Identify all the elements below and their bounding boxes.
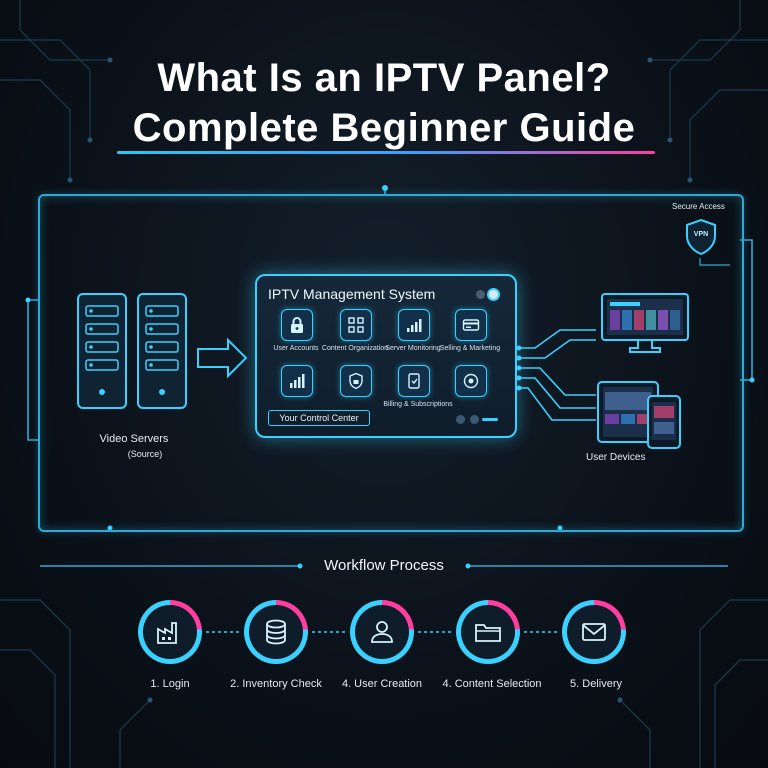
user-devices-label: User Devices xyxy=(586,452,646,463)
control-center-badge: Your Control Center xyxy=(268,410,370,426)
feature-label: Server Monitoring xyxy=(385,345,441,352)
workflow-step-label: 4. Content Selection xyxy=(442,678,542,690)
factory-icon xyxy=(157,622,177,644)
page-title-line1: What Is an IPTV Panel? xyxy=(157,56,611,100)
grid-icon[interactable] xyxy=(340,309,372,341)
video-servers-sublabel: (Source) xyxy=(127,449,163,459)
workflow-step-label: 4. User Creation xyxy=(341,678,423,690)
signal-bars-icon[interactable] xyxy=(398,309,430,341)
workflow-step-login[interactable] xyxy=(138,600,202,664)
title-underline xyxy=(117,151,655,154)
system-diagram-frame xyxy=(38,194,744,532)
lock-icon[interactable] xyxy=(281,309,313,341)
vpn-badge: VPN xyxy=(693,231,709,238)
billing-icon[interactable] xyxy=(398,365,430,397)
arrow-right-icon xyxy=(197,337,248,379)
database-icon xyxy=(266,619,286,645)
workflow-step-label: 2. Inventory Check xyxy=(230,678,322,690)
status-dot xyxy=(456,415,465,424)
shield-icon xyxy=(686,218,716,256)
shield-lock-icon[interactable] xyxy=(340,365,372,397)
feature-label: Selling & Marketing xyxy=(439,345,501,352)
bar-chart-icon[interactable] xyxy=(281,365,313,397)
tablet-phone-icon xyxy=(597,381,681,449)
secure-access-label: Secure Access xyxy=(672,202,725,211)
workflow-step-content-selection[interactable] xyxy=(456,600,520,664)
video-servers-label: Video Servers xyxy=(99,433,169,445)
management-system-title: IPTV Management System xyxy=(268,286,436,302)
workflow-title: Workflow Process xyxy=(324,557,444,574)
workflow-step-label: 1. Login xyxy=(150,678,190,690)
workflow-step-delivery[interactable] xyxy=(562,600,626,664)
status-bar xyxy=(482,418,498,421)
envelope-icon xyxy=(582,623,606,641)
workflow-step-user-creation[interactable] xyxy=(350,600,414,664)
page-title-line2: Complete Beginner Guide xyxy=(132,106,636,150)
card-icon[interactable] xyxy=(455,309,487,341)
window-dot xyxy=(489,290,498,299)
tv-monitor-icon xyxy=(601,293,689,353)
user-icon xyxy=(371,621,393,643)
folder-icon xyxy=(475,624,501,642)
feature-label: Content Organization xyxy=(321,345,389,352)
workflow-step-inventory[interactable] xyxy=(244,600,308,664)
feature-label: User Accounts xyxy=(273,345,319,352)
camera-icon[interactable] xyxy=(455,365,487,397)
window-dot xyxy=(476,290,485,299)
workflow-step-label: 5. Delivery xyxy=(570,678,622,690)
status-dot xyxy=(470,415,479,424)
feature-label: Billing & Subscriptions xyxy=(383,401,453,408)
video-servers-icon xyxy=(77,293,187,409)
